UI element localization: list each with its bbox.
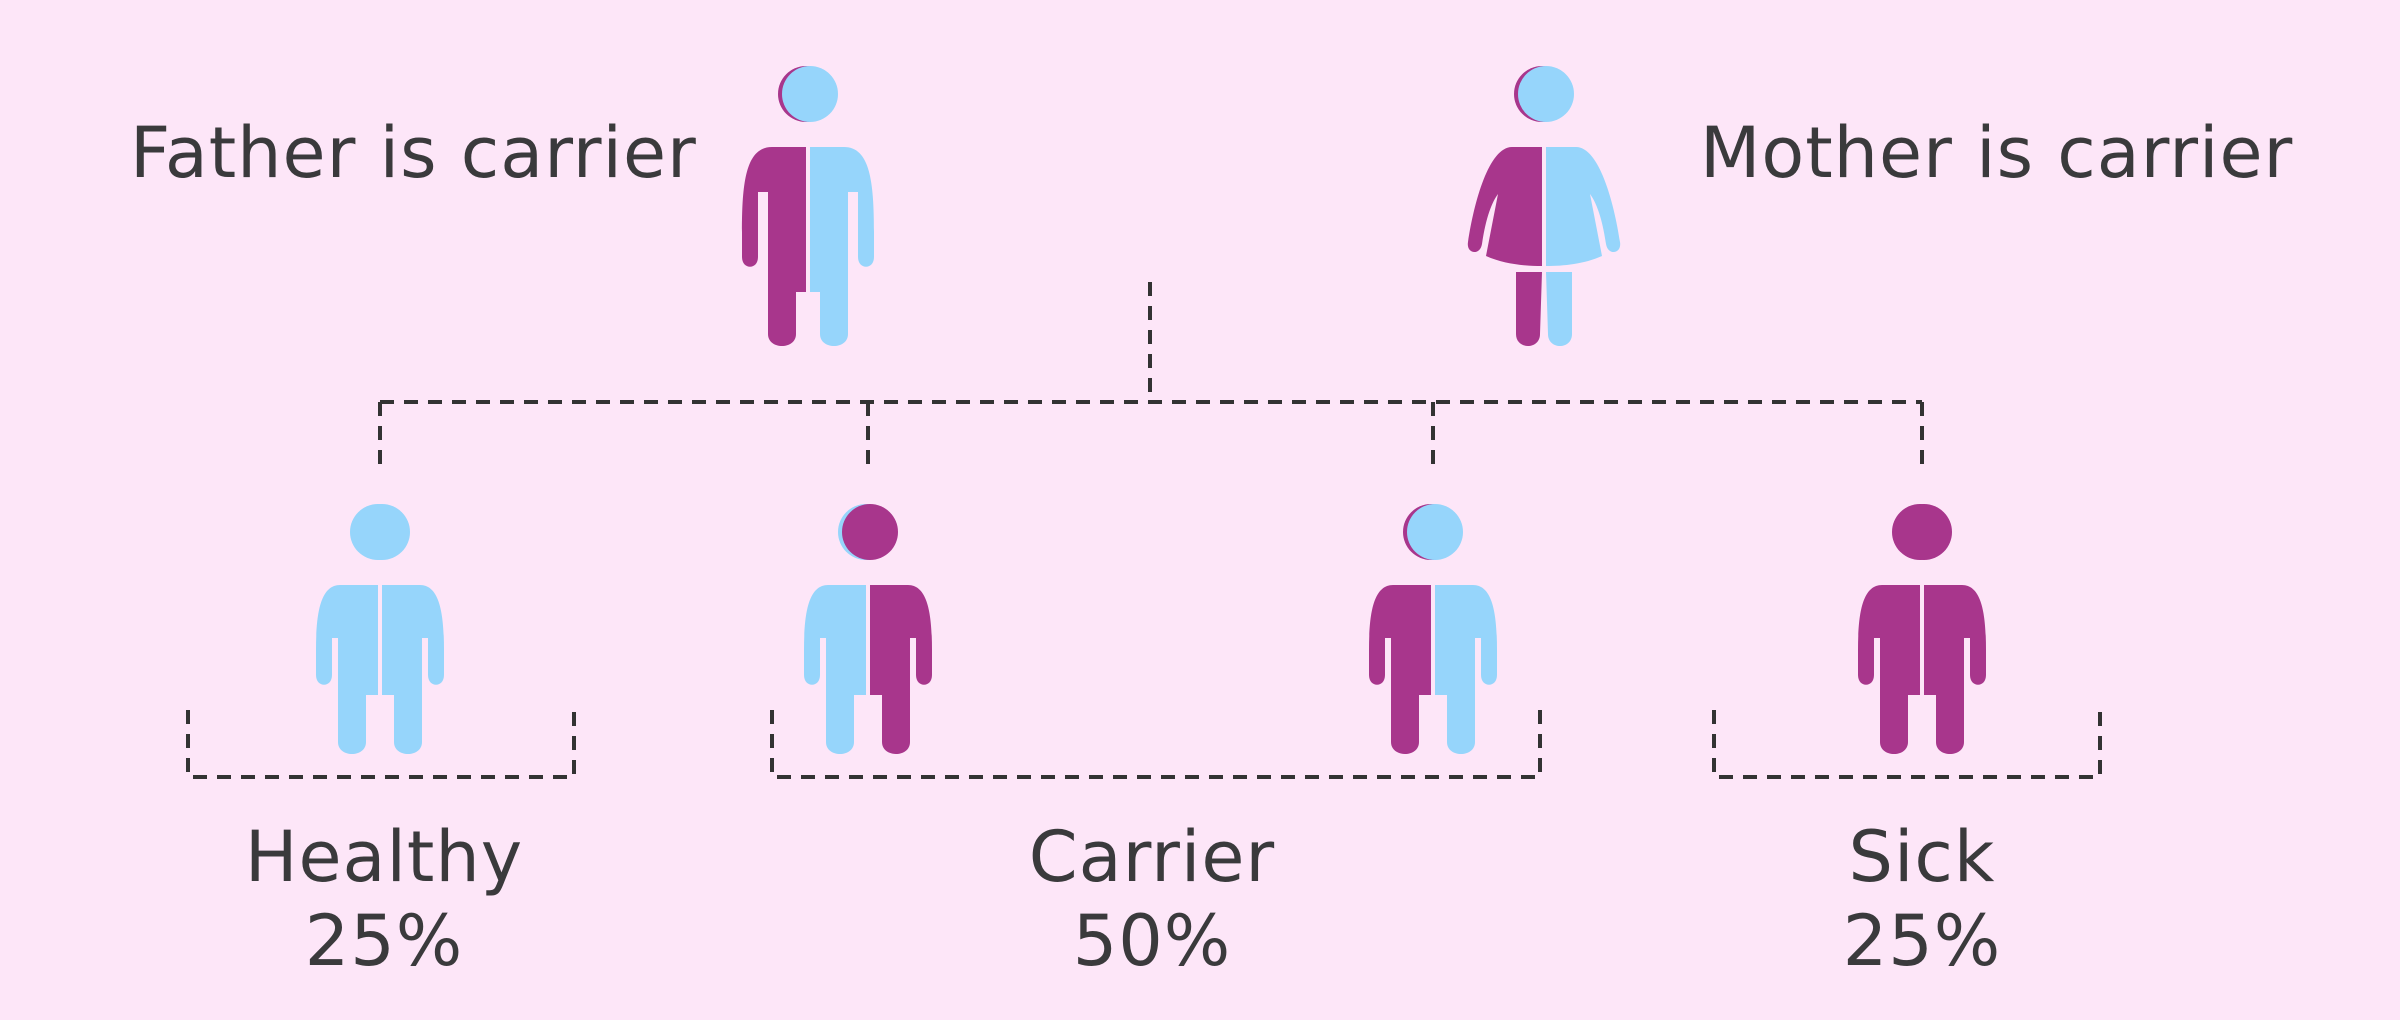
child-carrier-icon <box>804 504 932 754</box>
sick-bracket <box>1712 710 2102 779</box>
mother-label: Mother is carrier <box>1700 112 2294 194</box>
healthy-bracket <box>186 710 576 779</box>
father-figure-icon <box>742 66 874 346</box>
outcome-healthy-label: Healthy <box>244 816 524 898</box>
child-carrier-icon <box>1369 504 1497 754</box>
carrier-bracket <box>770 710 1542 779</box>
outcome-brackets <box>186 710 2102 779</box>
father-label: Father is carrier <box>130 112 697 194</box>
child-sick-icon <box>1858 504 1986 754</box>
mother-figure-icon <box>1467 66 1621 346</box>
child-healthy-icon <box>316 504 444 754</box>
pedigree-connector-lines <box>378 282 1924 470</box>
outcome-sick-percent: 25% <box>1842 900 2002 982</box>
outcome-carrier-label: Carrier <box>1028 816 1276 898</box>
outcome-carrier-percent: 50% <box>1072 900 1232 982</box>
outcome-healthy-percent: 25% <box>304 900 464 982</box>
outcome-sick-label: Sick <box>1848 816 1996 898</box>
